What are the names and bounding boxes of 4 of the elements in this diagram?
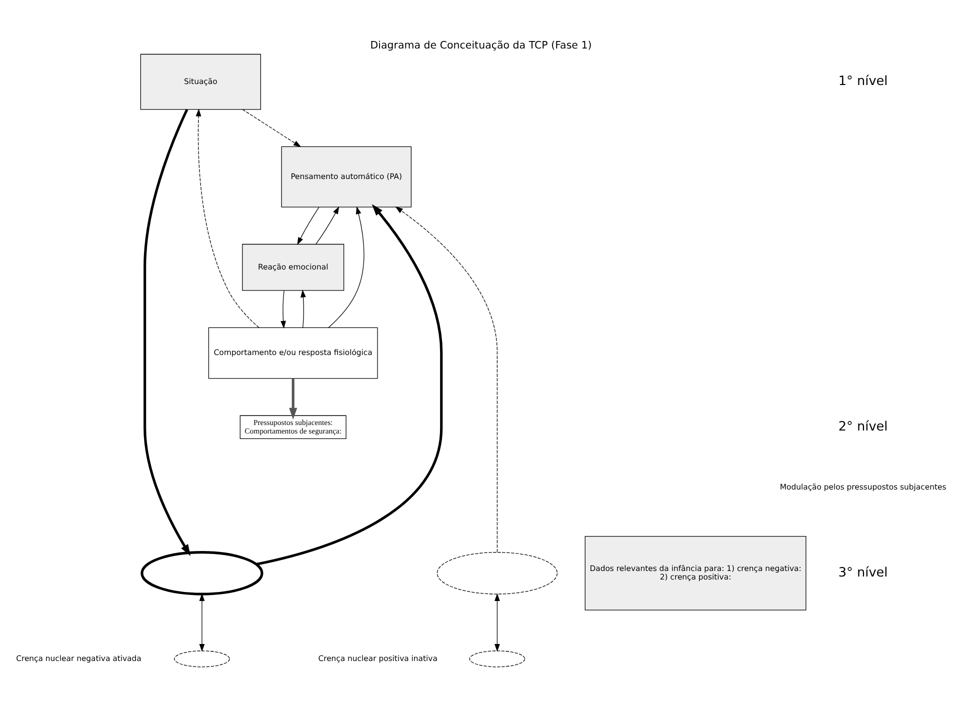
- diagram-title: Diagrama de Conceituação da TCP (Fase 1): [370, 39, 592, 52]
- label: 3° nível: [838, 565, 888, 580]
- label: 2° nível: [838, 419, 888, 434]
- label: 1° nível: [838, 74, 888, 90]
